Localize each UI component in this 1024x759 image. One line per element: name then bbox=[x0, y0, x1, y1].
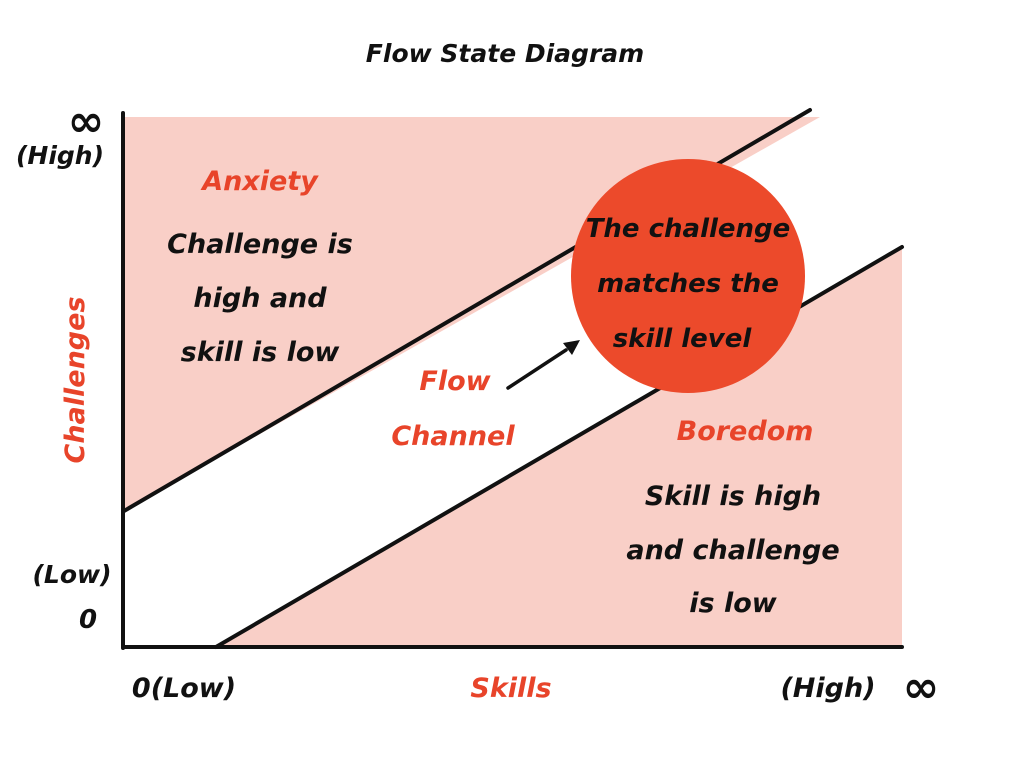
anxiety-line-1: Challenge is bbox=[167, 229, 353, 260]
y-axis-top-infinity: ∞ bbox=[68, 96, 105, 147]
x-axis-right-infinity: ∞ bbox=[903, 662, 940, 713]
circle-line-2: matches the bbox=[597, 269, 779, 299]
flow-channel-line-2: Channel bbox=[391, 421, 515, 452]
flow-arrow-head bbox=[563, 340, 580, 355]
boredom-line-1: Skill is high bbox=[645, 481, 821, 512]
x-axis-title: Skills bbox=[470, 673, 551, 704]
flow-arrow-shaft bbox=[506, 348, 568, 390]
x-axis-high-label: (High) bbox=[780, 673, 875, 704]
boredom-line-2: and challenge bbox=[626, 535, 839, 566]
boredom-heading: Boredom bbox=[677, 416, 814, 447]
y-axis-title: Challenges bbox=[60, 296, 91, 463]
flow-channel-line-1: Flow bbox=[419, 366, 491, 397]
anxiety-line-2: high and bbox=[193, 283, 327, 314]
boredom-line-3: is low bbox=[689, 588, 778, 619]
y-axis-zero-label: 0 bbox=[79, 605, 97, 635]
y-axis-high-label: (High) bbox=[16, 141, 104, 170]
diagram-title: Flow State Diagram bbox=[366, 39, 644, 68]
circle-line-1: The challenge bbox=[586, 214, 791, 244]
flow-match-circle bbox=[571, 159, 805, 393]
x-axis-low-label: 0(Low) bbox=[132, 673, 236, 704]
anxiety-line-3: skill is low bbox=[181, 337, 341, 368]
anxiety-heading: Anxiety bbox=[200, 166, 319, 197]
y-axis-low-label: (Low) bbox=[32, 560, 111, 589]
circle-line-3: skill level bbox=[613, 324, 753, 354]
